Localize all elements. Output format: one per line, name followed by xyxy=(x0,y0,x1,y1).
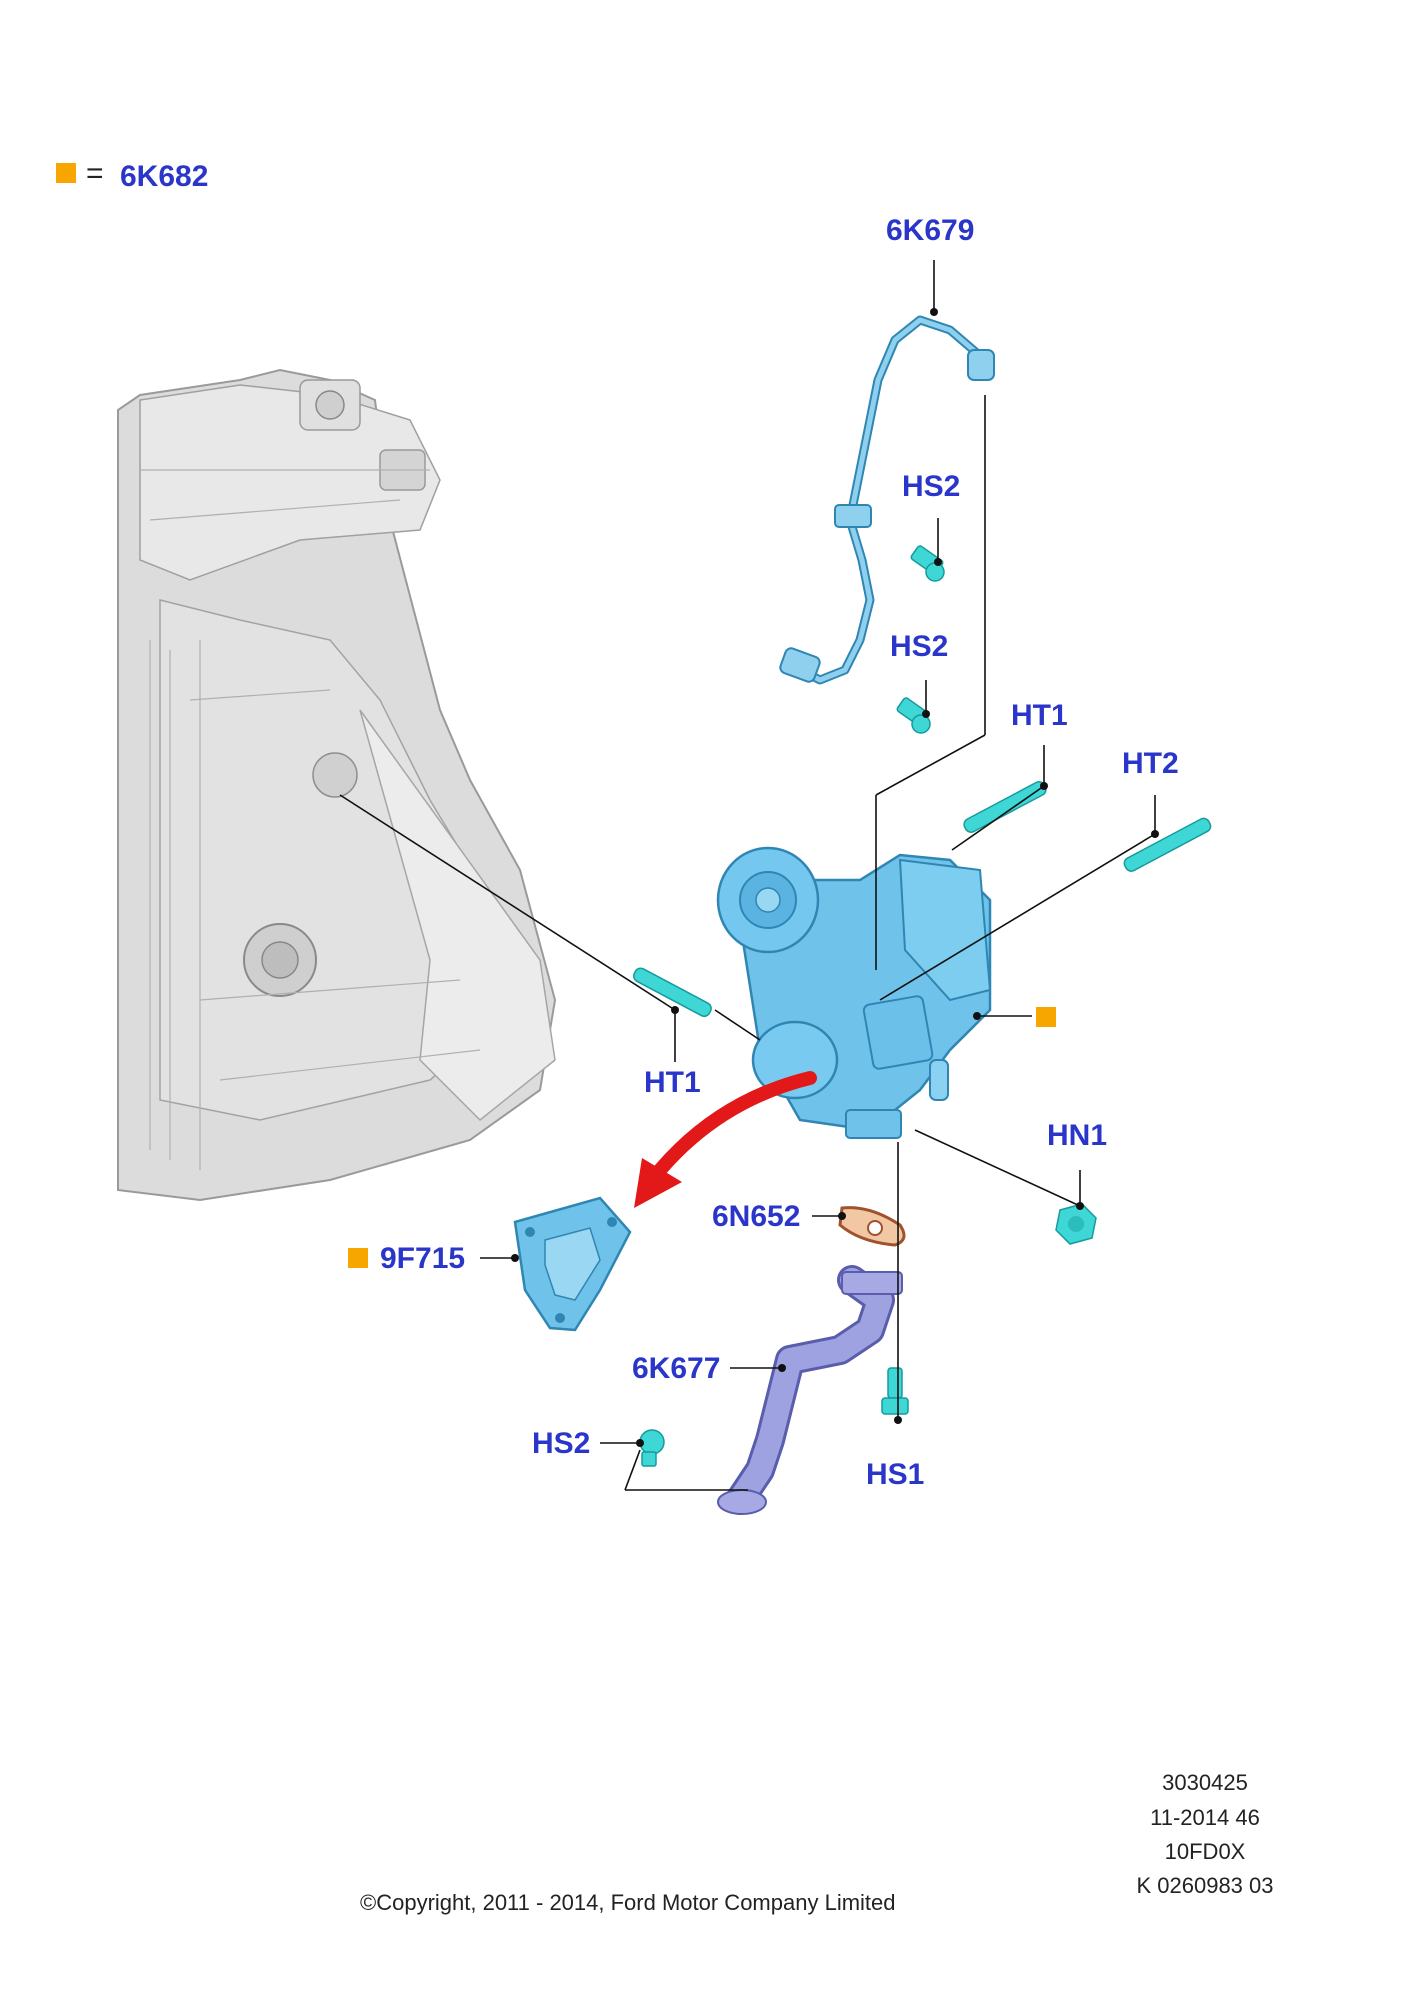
engine-block xyxy=(117,368,557,1202)
oil-feed-pipe xyxy=(779,315,995,685)
legend-marker xyxy=(56,163,76,183)
gasket-6n652 xyxy=(838,1206,906,1247)
callout-hs1[interactable]: HS1 xyxy=(866,1458,924,1491)
stud-ht1-upper xyxy=(963,781,1047,833)
bolt-hs1 xyxy=(881,1367,909,1415)
copyright-notice: ©Copyright, 2011 - 2014, Ford Motor Comp… xyxy=(360,1890,896,1915)
callout-ht2[interactable]: HT2 xyxy=(1122,747,1179,780)
callout-ht1-lower[interactable]: HT1 xyxy=(644,1066,701,1099)
red-direction-arrow xyxy=(634,1071,817,1208)
bolt-hs2-upper xyxy=(910,545,945,582)
legend-equals: = xyxy=(86,157,104,190)
callout-hs2-lower[interactable]: HS2 xyxy=(532,1427,590,1460)
heat-shield-9f715 xyxy=(513,1196,632,1332)
exhaust-pipe-6k677 xyxy=(717,1265,903,1515)
stud-ht2 xyxy=(1123,817,1212,872)
date-code: 11-2014 46 xyxy=(1150,1805,1260,1830)
callout-6n652[interactable]: 6N652 xyxy=(712,1200,800,1233)
turbocharger xyxy=(716,846,992,1139)
leader-lines xyxy=(339,260,1159,1491)
callout-ht1-upper[interactable]: HT1 xyxy=(1011,699,1068,732)
marker-6k682-shield xyxy=(348,1248,368,1268)
legend-code[interactable]: 6K682 xyxy=(120,160,208,193)
callout-hs2-upper[interactable]: HS2 xyxy=(902,470,960,503)
callout-hs2-middle[interactable]: HS2 xyxy=(890,630,948,663)
callout-hn1[interactable]: HN1 xyxy=(1047,1119,1107,1152)
nut-hn1 xyxy=(1055,1203,1097,1245)
bolt-hs2-lower xyxy=(639,1429,665,1467)
part-ref: K 0260983 03 xyxy=(1136,1873,1274,1898)
callout-9f715[interactable]: 9F715 xyxy=(380,1242,465,1275)
marker-6k682-turbo xyxy=(1036,1007,1056,1027)
stud-ht1-lower xyxy=(632,967,712,1018)
model-code: 10FD0X xyxy=(1164,1839,1246,1864)
ref-number: 3030425 xyxy=(1162,1770,1248,1795)
bolt-hs2-middle xyxy=(896,697,931,734)
callout-6k677[interactable]: 6K677 xyxy=(632,1352,720,1385)
callout-6k679[interactable]: 6K679 xyxy=(886,214,974,247)
